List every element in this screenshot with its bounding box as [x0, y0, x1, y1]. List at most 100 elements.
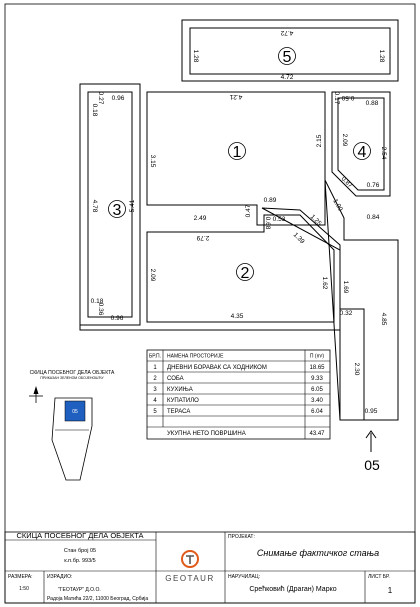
parcel-number: к.п.бр. 993/5	[64, 558, 95, 564]
dim-label: 5.41	[129, 199, 136, 212]
room-4-number: 4	[358, 144, 367, 161]
dim-label: 2.54	[380, 147, 387, 160]
contractor-label: ИЗРАДИО:	[47, 574, 72, 580]
table-header-no: БР.П.	[149, 354, 161, 360]
table-cell-area: 6.04	[311, 409, 323, 415]
dim-label: 4.72	[280, 29, 293, 36]
entrance-label: 05	[364, 457, 380, 473]
table-cell-name: СОБА	[167, 376, 184, 382]
dim-label: 2.79	[196, 234, 209, 241]
unit-highlight-label: 05	[72, 409, 78, 415]
north-arrow-icon	[29, 386, 43, 403]
dim-label: 2.09	[149, 269, 156, 282]
room-4-outline	[331, 91, 391, 197]
terrace-outer	[324, 179, 399, 421]
sheet-label: ЛИСТ БР.	[368, 574, 390, 580]
room-5-inner	[189, 27, 391, 75]
location-map-title: СКИЦА ПОСЕБНОГ ДЕЛА ОБЈЕКТА	[30, 370, 115, 376]
dim-label: 1.28	[192, 50, 199, 63]
entrance-marker: 05	[364, 430, 380, 473]
dim-label: 4.21	[229, 93, 242, 100]
dim-label: 4.35	[231, 313, 244, 320]
room-4-badge	[353, 142, 371, 160]
room-2-number: 2	[241, 265, 250, 282]
location-map-subtitle: ПРИКАЗАН ЗЕЛЕНОМ ОБОЈЕНОШЋУ	[40, 376, 104, 380]
logo-text: GEOTAUR	[165, 574, 214, 583]
table-total-value: 43.47	[309, 431, 325, 437]
room-4-inner	[337, 97, 385, 191]
dim-label: 0.89	[264, 197, 277, 204]
room-5-outline	[181, 19, 399, 82]
walls	[79, 19, 399, 421]
room-1-number: 1	[233, 144, 242, 161]
dim-label: 1.62	[321, 277, 328, 290]
dim-label: 0.47	[245, 204, 252, 217]
dim-label: 0.27	[97, 92, 104, 105]
dim-label: 2.49	[194, 215, 207, 222]
contractor-name: "ГЕОТАУР" Д.О.О.	[58, 587, 101, 593]
room-3-badge	[108, 200, 126, 218]
table-cell-no: 1	[153, 365, 157, 371]
room-1-outline	[146, 91, 326, 226]
table-cell-area: 9.33	[311, 376, 323, 382]
dim-label: 0.50	[341, 94, 354, 101]
room-2-outline	[146, 214, 335, 323]
scale-value: 1:50	[19, 586, 29, 592]
table-cell-no: 5	[153, 409, 157, 415]
client-value: Срећковић (Драган) Марко	[249, 585, 336, 593]
dim-label: 0.18	[91, 298, 104, 305]
table-cell-name: ТЕРАСА	[167, 409, 190, 415]
title-block: СКИЦА ПОСЕБНОГ ДЕЛА ОБЈЕКТА Стан број 05…	[4, 531, 416, 604]
dim-label: 2.30	[353, 363, 360, 376]
dim-label: 0.53	[273, 216, 286, 223]
table-cell-name: КУХИЊА	[167, 387, 193, 393]
unit-number: Стан број 05	[64, 548, 96, 554]
project-value: Снимање фактичког стања	[257, 548, 379, 558]
dim-label: 0.96	[112, 95, 125, 102]
room-1-badge	[228, 142, 246, 160]
dim-label: 1.39	[292, 231, 306, 245]
dim-label: 0.36	[97, 303, 104, 316]
room-2-badge	[236, 263, 254, 281]
dim-label: 4.72	[281, 74, 294, 81]
room-labels: 5 1 3 4 2	[108, 47, 371, 282]
dim-label: 1.69	[342, 281, 349, 294]
dim-label: 1.28	[378, 50, 385, 63]
room-3-number: 3	[113, 202, 122, 219]
contractor-address: Радоја Матића 22/2, 11000 Београд, Србиј…	[47, 596, 148, 602]
table-cell-no: 4	[153, 398, 157, 404]
table-header-area: П (m²)	[310, 354, 324, 360]
dim-label: 3.15	[149, 155, 156, 168]
scale-label: РАЗМЕРА:	[8, 574, 33, 580]
table-total-label: УКУПНА НЕТО ПОВРШИНА	[167, 431, 246, 437]
dim-label: 0.88	[366, 100, 379, 107]
table-cell-area: 3.40	[311, 398, 323, 404]
dim-label: 0.18	[91, 104, 98, 117]
dimension-labels: 4.72 4.72 1.28 1.28 4.21 3.15 2.15 2.49 …	[91, 29, 387, 415]
client-label: НАРУЧИЛАЦ:	[228, 574, 260, 580]
title-block-heading: СКИЦА ПОСЕБНОГ ДЕЛА ОБЈЕКТА	[16, 531, 143, 540]
dim-label: 0.76	[367, 182, 380, 189]
room-5-badge	[278, 47, 296, 65]
table-cell-no: 3	[153, 387, 157, 393]
table-header-name: НАМЕНА ПРОСТОРИЈЕ	[167, 354, 224, 360]
sheet-border	[4, 3, 416, 604]
dim-label: 0.96	[111, 315, 124, 322]
dim-label: 1.00	[331, 198, 344, 213]
table-cell-name: КУПАТИЛО	[167, 398, 199, 404]
dim-label: 0.95	[365, 408, 378, 415]
table-cell-area: 6.05	[311, 387, 323, 393]
dim-label: 4.85	[380, 313, 387, 326]
dim-label: 4.78	[91, 200, 98, 213]
dim-label: 2.15	[316, 134, 323, 147]
table-cell-name: ДНЕВНИ БОРАВАК СА ХОДНИКОМ	[167, 365, 267, 371]
room-5-number: 5	[283, 49, 292, 66]
location-map: СКИЦА ПОСЕБНОГ ДЕЛА ОБЈЕКТА ПРИКАЗАН ЗЕЛ…	[29, 370, 115, 481]
room-3-inner	[87, 91, 133, 318]
dim-label: 0.84	[367, 214, 380, 221]
dim-label: 0.32	[340, 310, 353, 317]
dim-label: 0.68	[264, 217, 271, 230]
dim-label: 2.09	[341, 134, 348, 147]
sheet-value: 1	[388, 586, 393, 595]
